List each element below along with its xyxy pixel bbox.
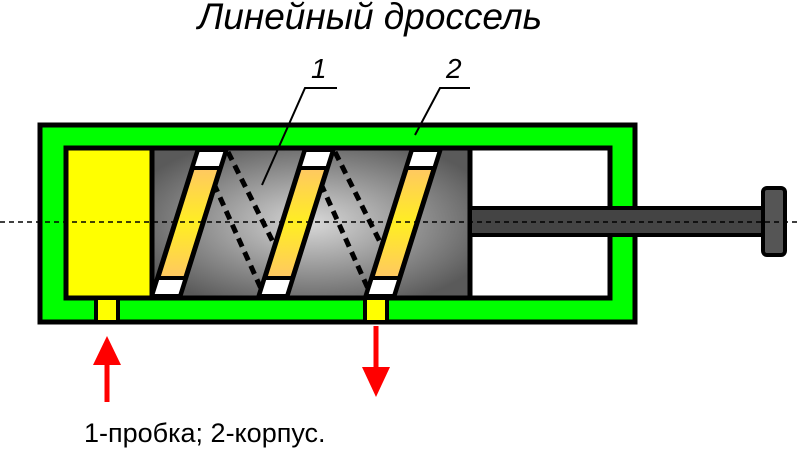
hidden-coil-line	[332, 150, 391, 260]
helix-strips	[148, 147, 444, 299]
label-2: 2	[446, 53, 462, 84]
hidden-coil-line	[225, 150, 284, 260]
leader-2	[414, 87, 470, 136]
plug	[63, 145, 155, 301]
strip-cap	[403, 148, 443, 170]
port-inlet	[94, 296, 120, 324]
strip-cap	[296, 148, 336, 170]
label-1: 1	[311, 53, 327, 84]
outlet-arrow-icon	[362, 326, 390, 397]
port-outlet	[363, 296, 389, 324]
leader-1	[261, 87, 337, 186]
strip-cap	[256, 276, 296, 298]
caption: 1-пробка; 2-корпус.	[84, 418, 326, 448]
diagram-title: Линейный дроссель	[197, 0, 543, 37]
strip-cap	[363, 276, 403, 298]
hidden-coil-line	[312, 168, 373, 295]
strip-cap	[149, 276, 189, 298]
hidden-coil-line	[205, 168, 266, 295]
strip-cap	[189, 148, 229, 170]
inlet-arrow-icon	[93, 336, 121, 402]
